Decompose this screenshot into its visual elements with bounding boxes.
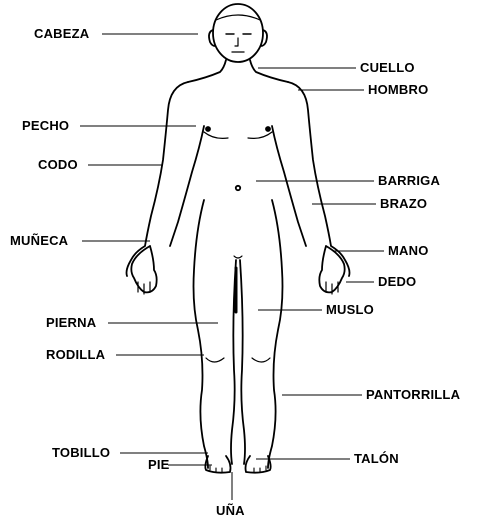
label-una: UÑA	[216, 503, 245, 518]
label-tobillo: TOBILLO	[52, 445, 111, 460]
left-foot	[204, 455, 232, 474]
label-talon: TALÓN	[354, 451, 399, 466]
label-pierna: PIERNA	[46, 315, 97, 330]
head-outline	[212, 3, 264, 63]
left-fingers	[137, 281, 151, 295]
label-dedo: DEDO	[378, 274, 417, 289]
left-leg-outer	[192, 199, 209, 469]
label-cabeza: CABEZA	[34, 26, 90, 41]
left-nipple	[205, 126, 211, 132]
right-foot	[244, 455, 272, 474]
label-barriga: BARRIGA	[378, 173, 441, 188]
label-rodilla: RODILLA	[46, 347, 106, 362]
left-arm-outer	[125, 81, 189, 277]
right-arm-outer	[287, 81, 351, 277]
right-arm-inner	[271, 125, 307, 247]
left-ear	[208, 29, 216, 47]
label-hombro: HOMBRO	[368, 82, 429, 97]
human-figure	[125, 3, 351, 474]
label-codo: CODO	[38, 157, 78, 172]
left-toes	[209, 465, 223, 473]
neck-right	[249, 59, 289, 83]
label-muneca: MUÑECA	[10, 233, 69, 248]
label-cuello: CUELLO	[360, 60, 415, 75]
right-nipple	[265, 126, 271, 132]
leader-lines	[80, 33, 384, 500]
left-arm-inner	[169, 125, 205, 247]
label-pie: PIE	[148, 457, 170, 472]
inner-legs	[230, 259, 246, 465]
label-pantorrilla: PANTORRILLA	[366, 387, 461, 402]
label-pecho: PECHO	[22, 118, 70, 133]
right-ear	[260, 29, 268, 47]
hairline	[215, 14, 261, 21]
nose	[234, 37, 239, 47]
navel	[234, 184, 242, 192]
label-brazo: BRAZO	[380, 196, 428, 211]
label-muslo: MUSLO	[326, 302, 374, 317]
chest-lines	[203, 131, 273, 139]
right-leg-outer	[267, 199, 284, 469]
neck-left	[187, 59, 227, 83]
right-toes	[253, 465, 267, 473]
right-fingers	[325, 281, 339, 295]
crotch	[233, 255, 243, 259]
label-mano: MANO	[388, 243, 429, 258]
knees	[205, 357, 271, 363]
